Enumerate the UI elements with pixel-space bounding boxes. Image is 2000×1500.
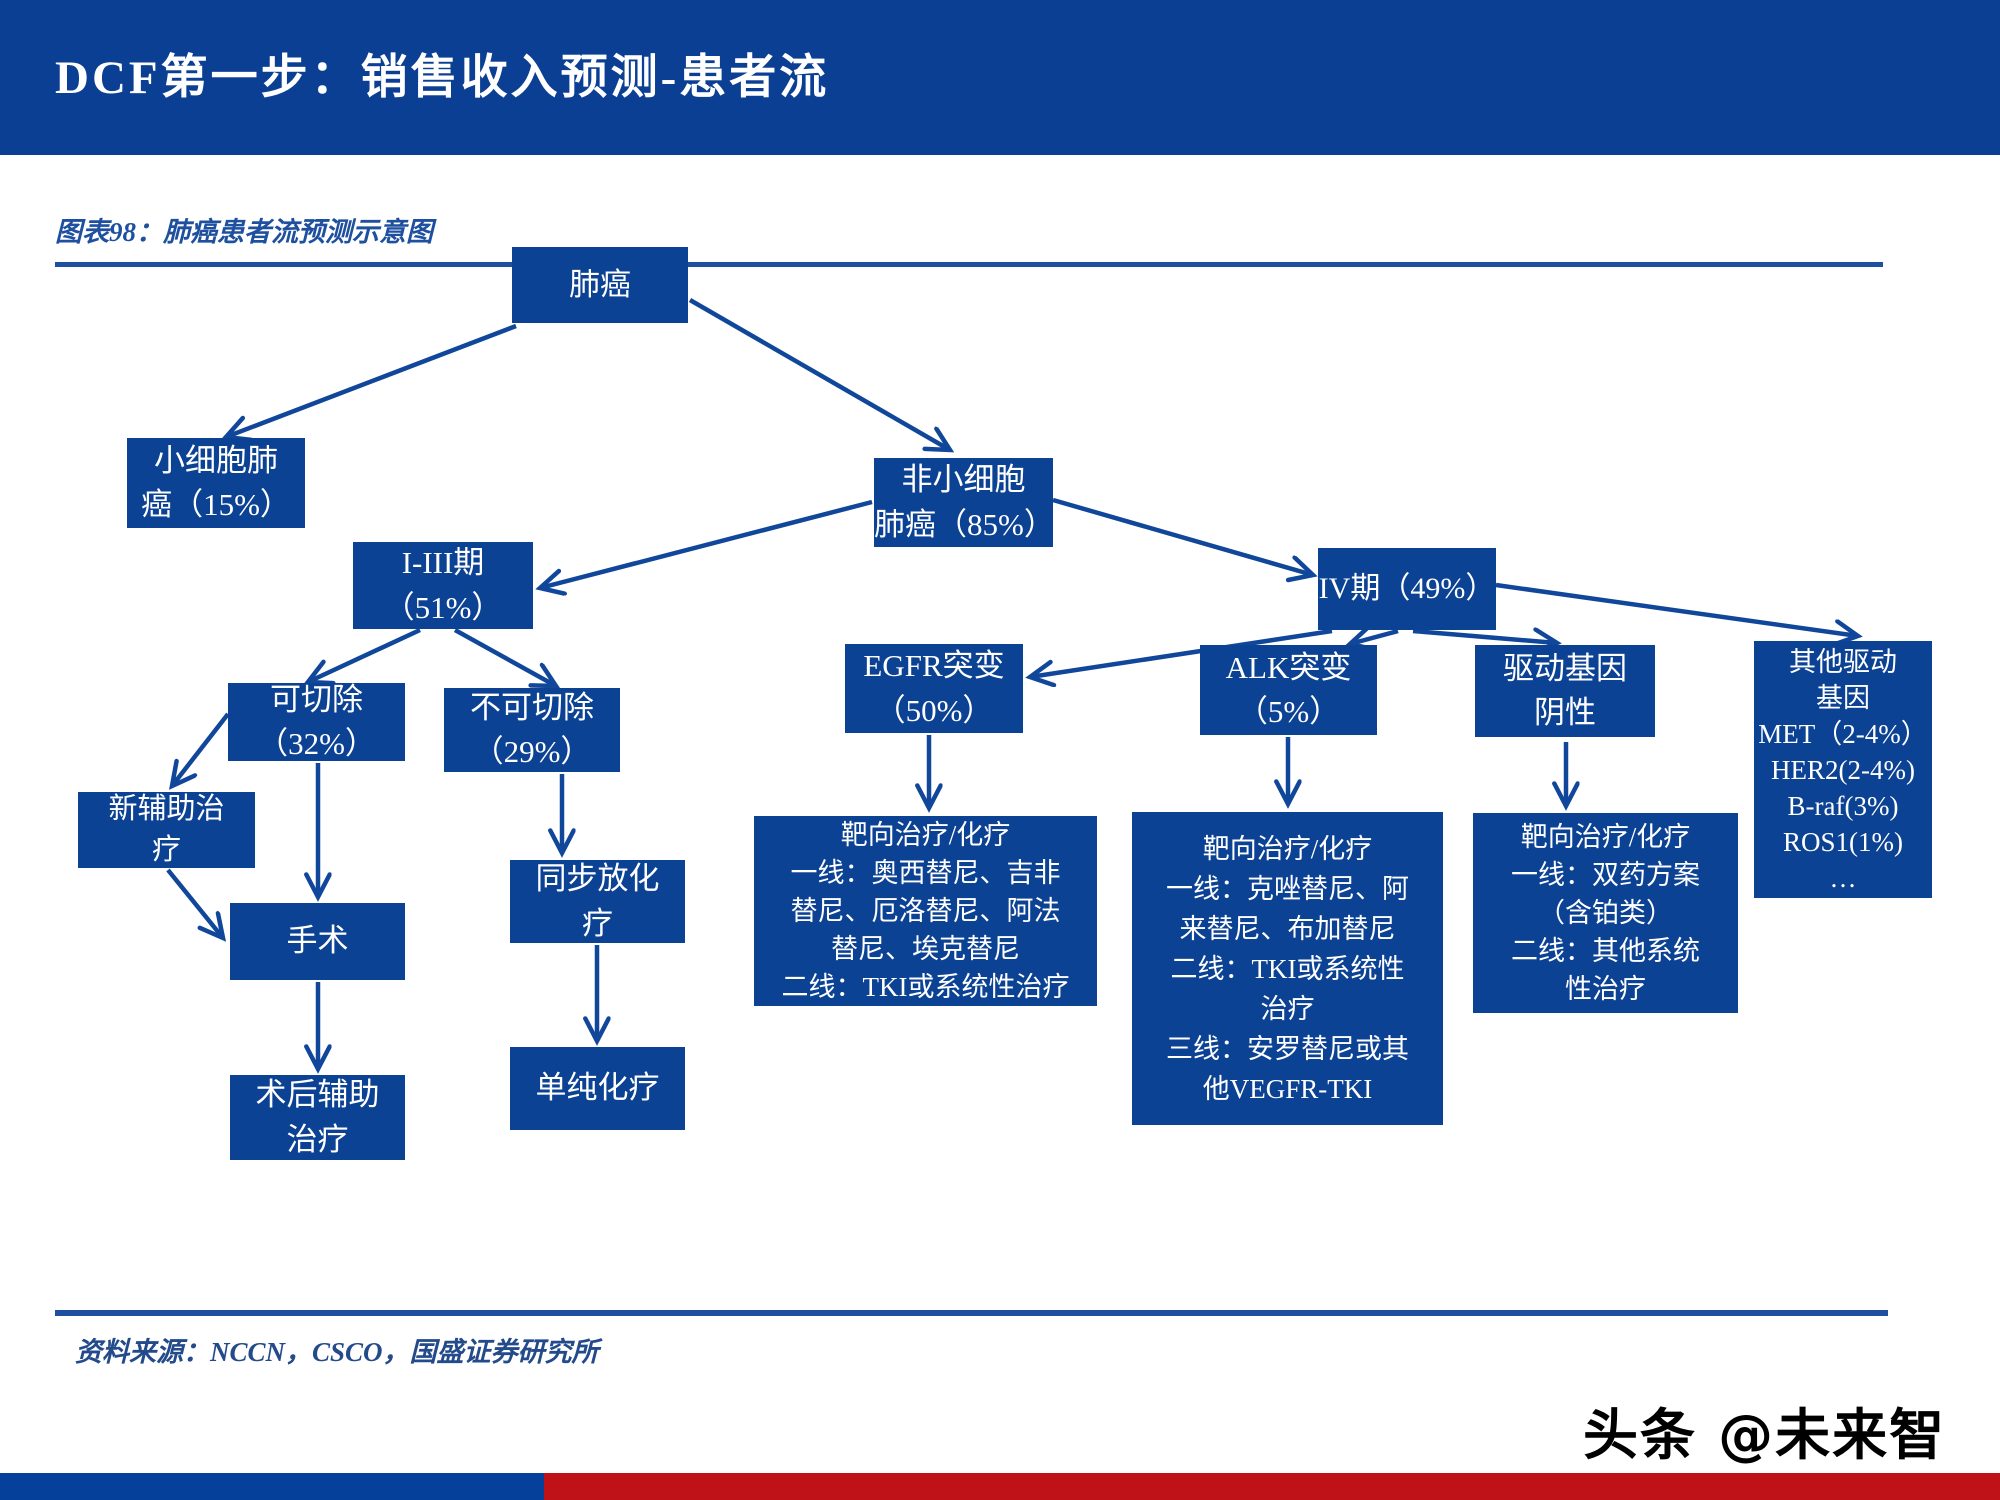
node-nsclc: 非小细胞 肺癌（85%） [874, 458, 1055, 547]
figure-caption: 图表98：肺癌患者流预测示意图 [55, 217, 433, 247]
flow-arrow-neoadj-surgery [166, 868, 223, 938]
node-neoadjuvant-therapy: 新辅助治 疗 [78, 792, 255, 868]
flow-arrow-stage4-alk [1350, 631, 1399, 644]
bottom-bar-blue [0, 1473, 544, 1500]
flow-arrow-nsclc-stage4 [1052, 497, 1313, 575]
node-concurrent-chemoradiotherapy: 同步放化 疗 [510, 860, 685, 943]
source-text: 资料来源：NCCN，CSCO，国盛证券研究所 [75, 1337, 599, 1367]
flow-arrow-resect-neoadj [172, 712, 230, 786]
node-unresectable: 不可切除 （29%） [444, 688, 620, 772]
node-stage-iv: IV期（49%） [1318, 548, 1496, 630]
caption-rule [55, 262, 1883, 267]
node-egfr-treatment: 靶向治疗/化疗 一线：奥西替尼、吉非 替尼、厄洛替尼、阿法 替尼、埃克替尼 二线… [754, 816, 1097, 1006]
node-sclc: 小细胞肺 癌（15%） [127, 438, 305, 528]
node-alk-treatment: 靶向治疗/化疗 一线：克唑替尼、阿 来替尼、布加替尼 二线：TKI或系统性 治疗… [1132, 812, 1443, 1125]
bottom-bar-red [544, 1473, 2000, 1500]
node-chemotherapy-only: 单纯化疗 [510, 1047, 685, 1130]
flow-arrow-stage13-resect [308, 627, 421, 682]
node-postop-adjuvant-therapy: 术后辅助 治疗 [230, 1075, 405, 1160]
node-resectable: 可切除 （32%） [228, 682, 405, 761]
node-surgery: 手术 [230, 903, 405, 980]
node-alk-mutation: ALK突变 （5%） [1200, 645, 1377, 735]
page-title: DCF第一步：销售收入预测-患者流 [55, 52, 830, 104]
header-bar [0, 0, 2000, 155]
node-egfr-mutation: EGFR突变 （50%） [845, 644, 1023, 733]
flow-arrow-lung-sclc [226, 323, 517, 437]
flow-arrow-lung-nsclc [688, 298, 950, 450]
node-driver-gene-negative: 驱动基因 阴性 [1475, 645, 1655, 737]
node-negative-treatment: 靶向治疗/化疗 一线：双药方案 （含铂类） 二线：其他系统 性治疗 [1473, 813, 1738, 1013]
flow-arrow-stage4-negative [1412, 631, 1557, 643]
node-other-driver-genes: 其他驱动 基因 MET（2-4%） HER2(2-4%) B-raf(3%) R… [1754, 641, 1932, 898]
flow-arrow-nsclc-stage13 [540, 499, 873, 588]
source-rule [55, 1310, 1888, 1316]
node-stage-i-iii: I-III期 （51%） [353, 542, 533, 629]
flow-arrow-stage4-other [1495, 582, 1858, 636]
flow-arrow-stage13-unresect [453, 628, 556, 686]
node-lung-cancer: 肺癌 [512, 247, 688, 323]
